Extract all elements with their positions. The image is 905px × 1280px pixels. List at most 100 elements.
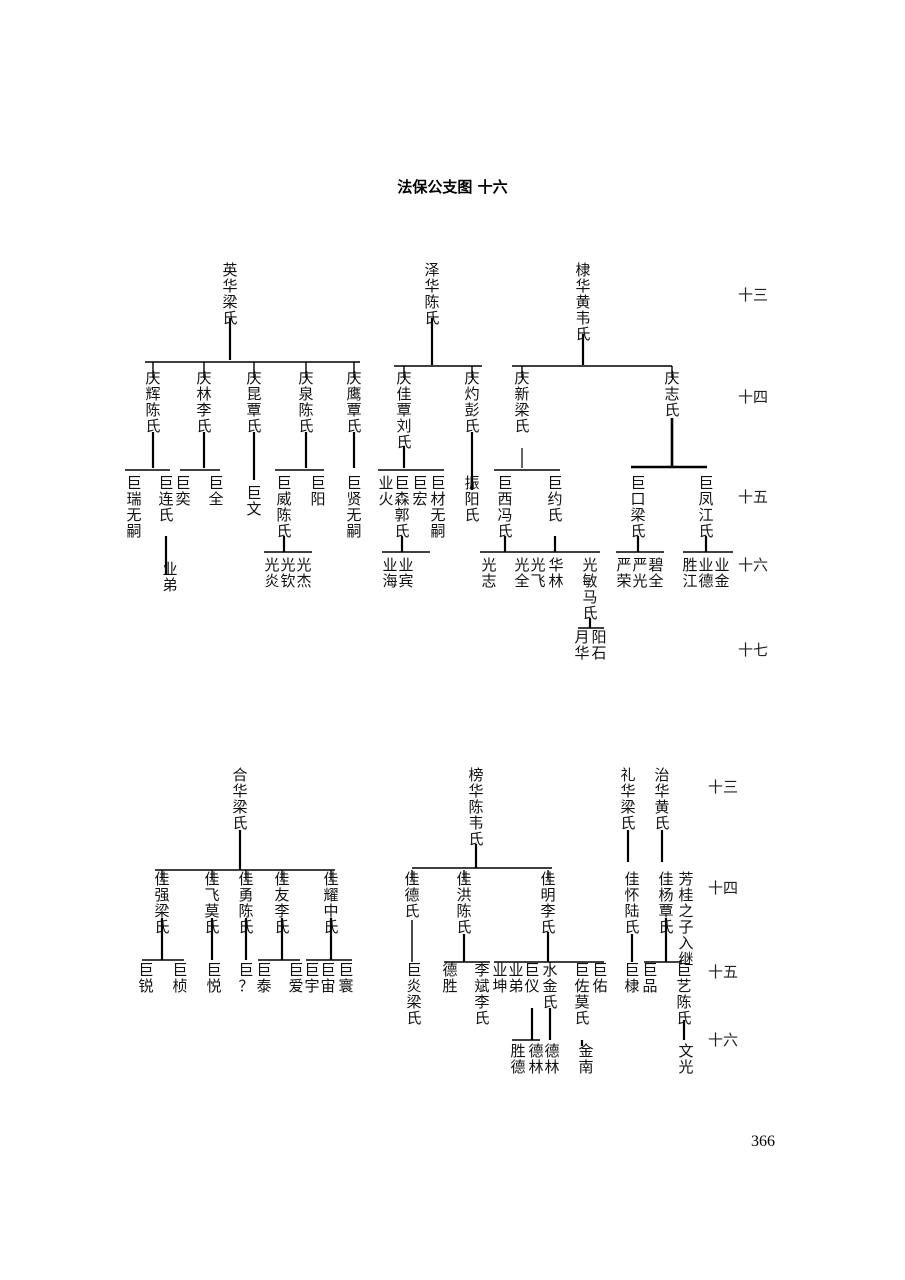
svg-text:仪: 仪	[524, 977, 539, 995]
svg-text:杨: 杨	[658, 886, 673, 904]
svg-text:光: 光	[264, 556, 279, 574]
svg-text:志: 志	[481, 572, 496, 590]
svg-text:马: 马	[582, 588, 597, 606]
person-gen16: 德林	[544, 1042, 559, 1076]
svg-text:口: 口	[630, 490, 645, 508]
svg-text:严: 严	[632, 556, 647, 574]
svg-text:彭: 彭	[464, 401, 479, 419]
person-gen15: 巨全	[208, 474, 223, 508]
svg-text:水: 水	[542, 961, 557, 979]
svg-text:氏: 氏	[158, 506, 173, 524]
svg-text:氏: 氏	[396, 433, 411, 451]
person-gen16: 光飞	[530, 556, 545, 590]
svg-text:巨: 巨	[338, 961, 353, 979]
svg-text:敏: 敏	[582, 572, 597, 590]
svg-text:约: 约	[547, 490, 562, 508]
svg-text:全: 全	[648, 572, 663, 590]
svg-text:华: 华	[468, 782, 483, 800]
svg-text:巨: 巨	[158, 474, 173, 492]
page-title: 法保公支图 十六	[397, 178, 508, 196]
svg-text:巨: 巨	[172, 961, 187, 979]
svg-text:全: 全	[514, 572, 529, 590]
svg-text:陈: 陈	[145, 401, 160, 419]
svg-text:氏: 氏	[630, 522, 645, 540]
svg-text:巨: 巨	[126, 474, 141, 492]
svg-text:陈: 陈	[468, 798, 483, 816]
svg-text:钦: 钦	[280, 572, 295, 590]
svg-text:文: 文	[246, 500, 261, 518]
person-gen16: 金南	[578, 1042, 593, 1076]
svg-text:巨: 巨	[547, 474, 562, 492]
person-gen15: 巨宏	[412, 474, 427, 508]
svg-text:光: 光	[296, 556, 311, 574]
person-gen16: 光全	[514, 556, 529, 590]
svg-text:泰: 泰	[256, 977, 271, 995]
svg-text:氏: 氏	[474, 1009, 489, 1027]
svg-text:火: 火	[378, 490, 393, 508]
svg-text:陈: 陈	[238, 902, 253, 920]
svg-text:郭: 郭	[394, 506, 409, 524]
svg-text:氏: 氏	[456, 918, 471, 936]
svg-text:氏: 氏	[145, 417, 160, 435]
person-gen15: 巨连氏	[158, 474, 173, 524]
svg-text:胜: 胜	[510, 1042, 525, 1060]
svg-text:佐: 佐	[574, 977, 589, 995]
svg-text:氏: 氏	[406, 1009, 421, 1027]
svg-text:悦: 悦	[206, 977, 221, 995]
svg-text:氏: 氏	[464, 417, 479, 435]
svg-text:巨: 巨	[310, 474, 325, 492]
svg-text:荣: 荣	[616, 572, 631, 590]
svg-text:棣: 棣	[624, 977, 639, 995]
svg-text:氏: 氏	[246, 417, 261, 435]
svg-text:韦: 韦	[468, 814, 483, 832]
svg-text:业: 业	[714, 556, 729, 574]
person-gen13: 泽华陈氏	[424, 261, 439, 327]
svg-text:林: 林	[528, 1058, 543, 1076]
person-gen15: 巨约氏	[547, 474, 562, 524]
svg-text:华: 华	[232, 782, 247, 800]
svg-text:莫: 莫	[574, 993, 589, 1011]
person-gen15: 巨宇	[304, 961, 319, 995]
person-gen15: 巨悦	[206, 961, 221, 995]
svg-text:氏: 氏	[346, 417, 361, 435]
svg-text:氏: 氏	[542, 993, 557, 1011]
svg-text:？: ？	[238, 977, 253, 995]
svg-text:西: 西	[497, 490, 512, 508]
svg-text:阳: 阳	[310, 490, 325, 508]
svg-text:月: 月	[574, 628, 589, 646]
svg-text:冯: 冯	[497, 506, 512, 524]
svg-text:氏: 氏	[540, 918, 555, 936]
person-gen15: 巨文	[246, 484, 261, 518]
person-gen15: 巨寰	[338, 961, 353, 995]
svg-text:巨: 巨	[138, 961, 153, 979]
person-gen16: 光炎	[264, 556, 279, 590]
svg-text:氏: 氏	[497, 522, 512, 540]
svg-text:艺: 艺	[676, 977, 691, 995]
svg-text:合: 合	[232, 766, 247, 784]
svg-text:巨: 巨	[592, 961, 607, 979]
svg-text:继: 继	[678, 950, 693, 968]
svg-text:氏: 氏	[468, 830, 483, 848]
svg-text:覃: 覃	[346, 401, 361, 419]
svg-text:氏: 氏	[620, 814, 635, 832]
svg-text:桂: 桂	[678, 886, 693, 904]
svg-text:飞: 飞	[204, 886, 219, 904]
svg-text:江: 江	[682, 572, 697, 590]
person-gen15: 巨阳	[310, 474, 325, 508]
svg-text:之: 之	[678, 902, 693, 920]
svg-text:氏: 氏	[664, 401, 679, 419]
generation-label: 十三	[708, 778, 738, 796]
svg-text:巨: 巨	[497, 474, 512, 492]
person-gen14: 佳友李氏	[274, 870, 289, 936]
